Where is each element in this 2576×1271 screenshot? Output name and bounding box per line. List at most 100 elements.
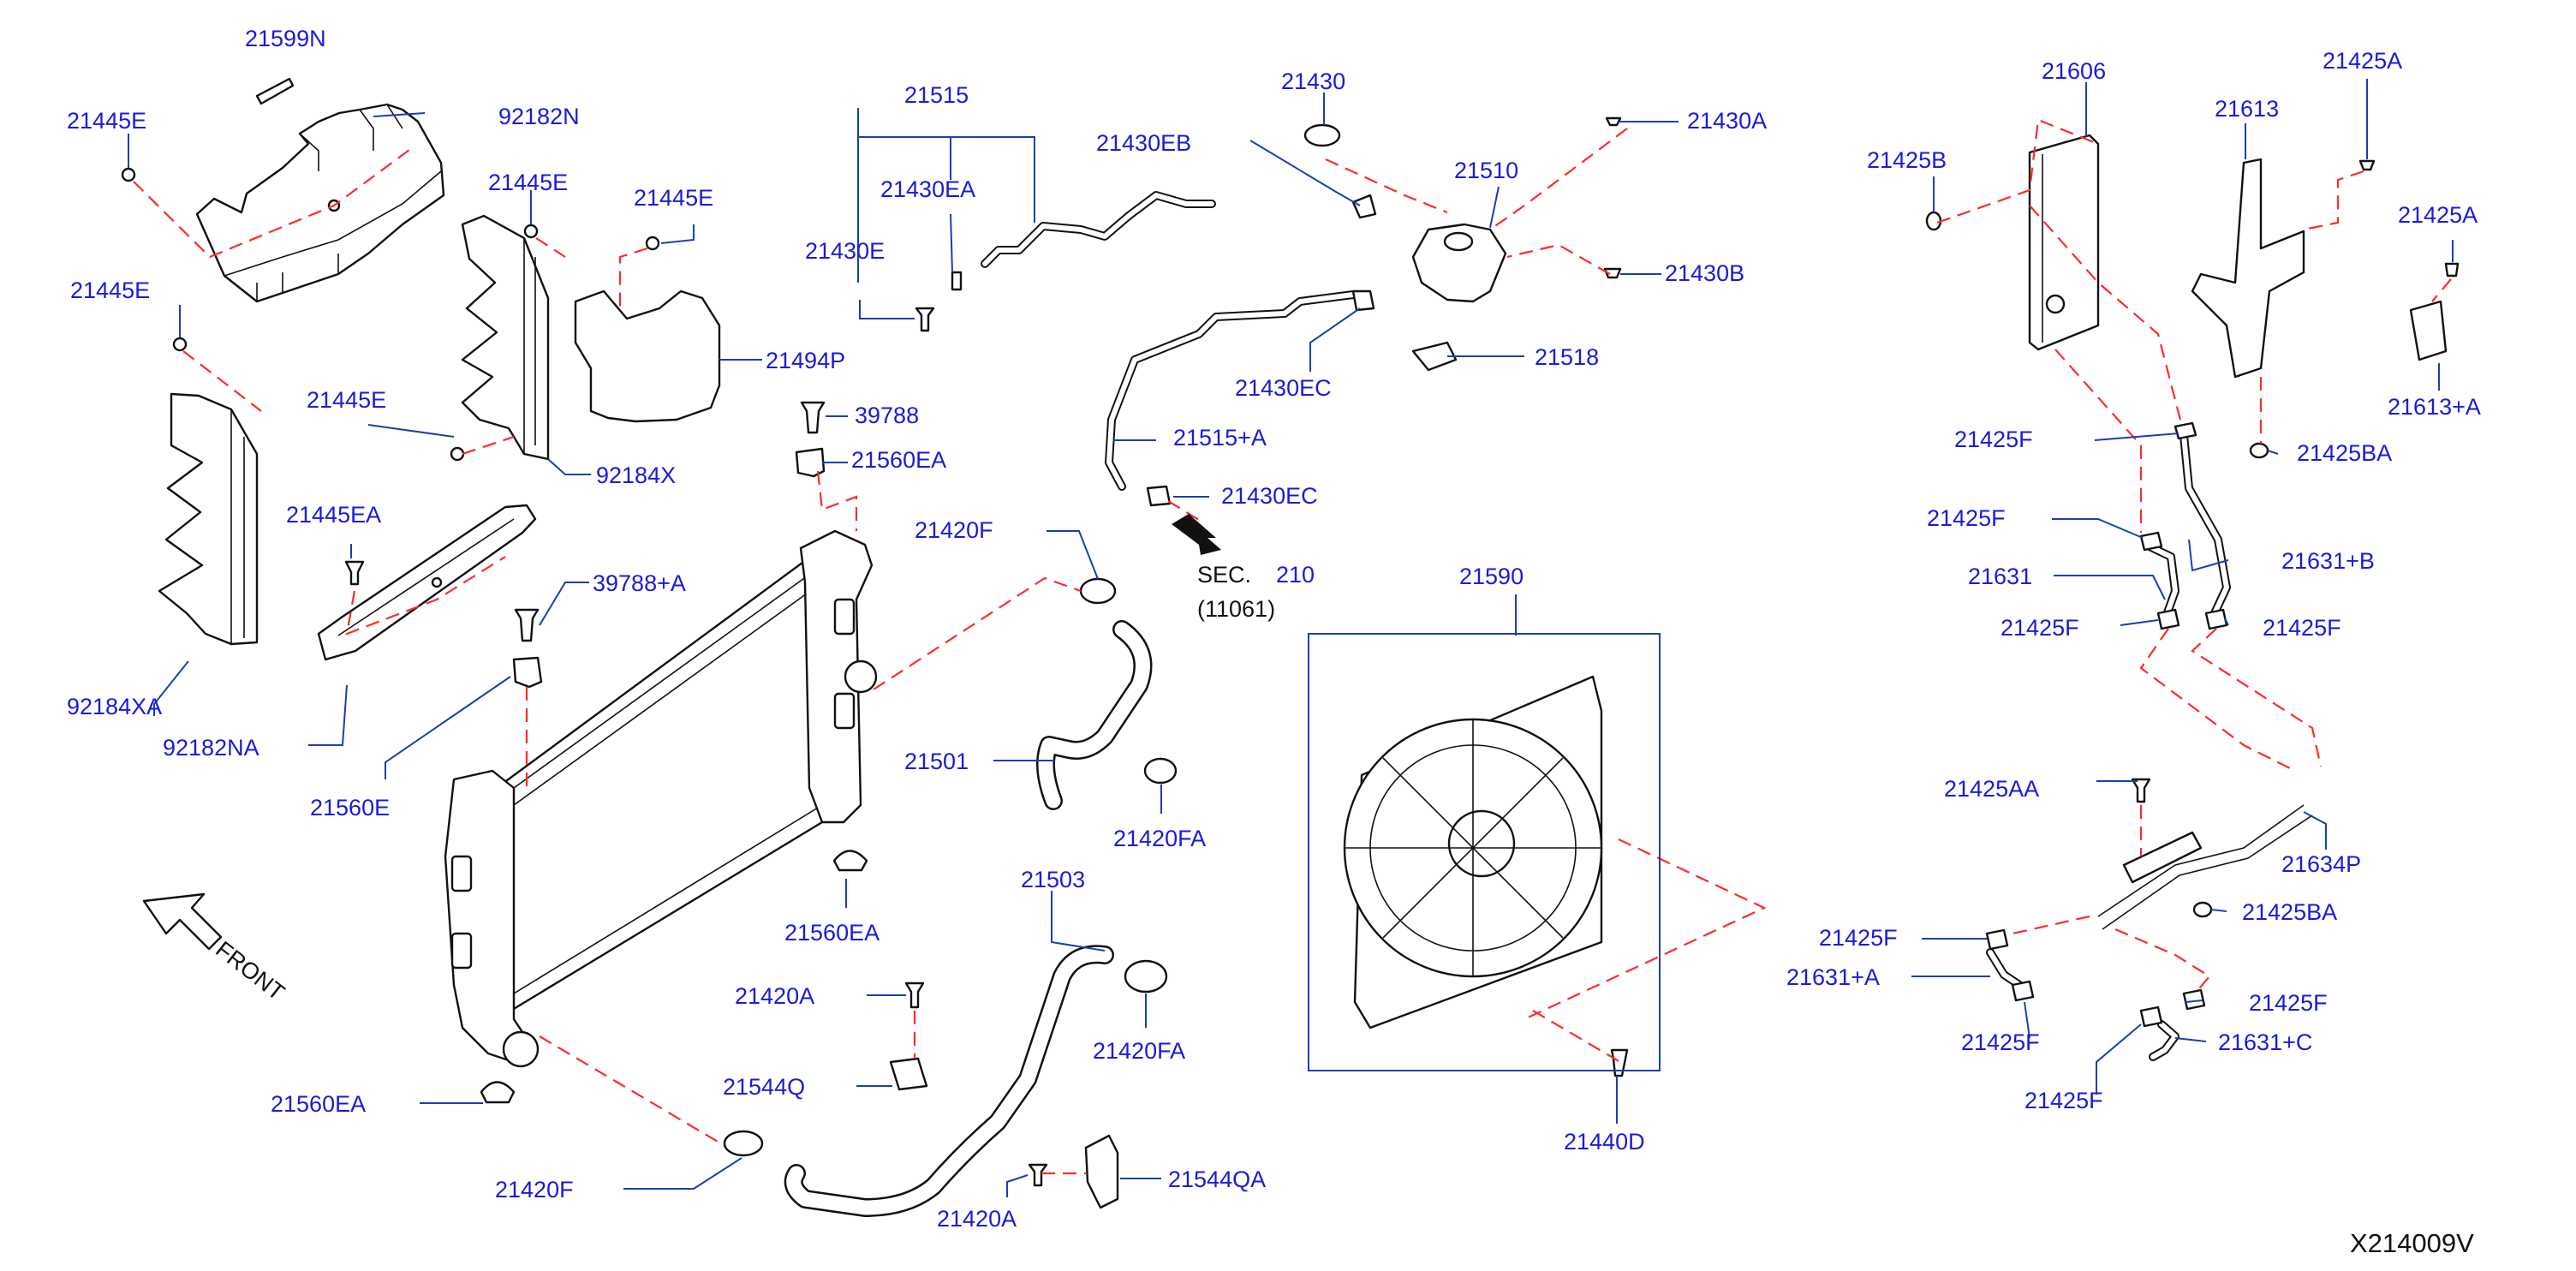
label-21631b: 21631+B [2281, 548, 2375, 574]
label-sec-reference: (11061) [1197, 596, 1275, 622]
upper-air-guide-92182n [195, 103, 445, 303]
label-21430a: 21430A [1687, 108, 1767, 134]
bolt-21440d [1610, 1048, 1629, 1077]
bolt-21425aa [2131, 778, 2151, 803]
upper-hose-group [873, 576, 1178, 810]
label-21420fa-a: 21420FA [1113, 826, 1206, 851]
bracket-21613a [2409, 300, 2448, 361]
mount-21560ea-top [795, 447, 826, 478]
label-21445e-b: 21445E [488, 170, 568, 195]
clamp-21425f-g [2139, 1005, 2163, 1028]
clamp-21420fa-a [1143, 757, 1178, 785]
oil-cooler-21606 [2028, 134, 2100, 351]
label-21445e-c: 21445E [634, 185, 713, 211]
clamp-21425f-a [2174, 421, 2197, 440]
label-21631: 21631 [1968, 564, 2032, 589]
label-21425b: 21425B [1867, 147, 1947, 173]
clip-21445e-1 [121, 167, 136, 182]
label-21430eb: 21430EB [1096, 130, 1191, 156]
bolt-39788 [800, 401, 826, 434]
side-air-guide-92184xa [158, 392, 259, 646]
drawing-number: X214009V [2350, 1228, 2474, 1258]
bolt-21430e [915, 307, 935, 332]
label-21420f-bot: 21420F [495, 1177, 574, 1202]
bolt-21420a-a [904, 982, 925, 1009]
label-21425f-g: 21425F [1961, 1029, 2040, 1055]
label-21425f-e: 21425F [1819, 925, 1898, 951]
clip-21445e-5 [450, 446, 465, 462]
side-air-guide-92184x [461, 214, 550, 461]
label-21430ec-b: 21430EC [1221, 483, 1318, 509]
fan-shroud-callout-box [1308, 633, 1661, 1071]
label-21445e-e: 21445E [307, 387, 386, 413]
label-39788a: 39788+A [593, 570, 686, 596]
clip-21445e-4 [172, 337, 188, 352]
bolt-21425a-b [2444, 262, 2460, 277]
label-21425f-f: 21425F [2249, 990, 2328, 1016]
label-21425aa: 21425AA [1944, 776, 2039, 802]
label-21613: 21613 [2215, 96, 2279, 122]
bracket-21544q [889, 1057, 928, 1091]
clamp-21425f-h [2182, 988, 2206, 1011]
bolt-21425a-a [2358, 159, 2376, 171]
bolt-21430a [1605, 116, 1622, 127]
label-21430: 21430 [1281, 69, 1345, 94]
bracket-21613 [2191, 158, 2305, 379]
clip-21430ea [951, 271, 963, 291]
radiator-assembly [444, 401, 878, 1149]
clip-21445ea [344, 560, 365, 586]
mount-21560e [512, 656, 543, 689]
label-92184xa: 92184XA [67, 694, 162, 719]
oil-cooler-group [1925, 118, 2460, 1061]
label-21430b: 21430B [1665, 260, 1744, 286]
washer-21425ba-a [2249, 442, 2269, 459]
label-39788: 39788 [855, 403, 919, 428]
label-21599n: 21599N [245, 26, 326, 51]
air-guide-parts [121, 77, 721, 661]
label-21515: 21515 [904, 82, 969, 108]
reservoir-tank-21510 [1411, 223, 1507, 303]
fan-shroud-group [1343, 675, 1767, 1077]
label-21510: 21510 [1454, 158, 1518, 183]
label-21544q: 21544Q [723, 1074, 805, 1100]
label-21425ba-a: 21425BA [2297, 440, 2392, 466]
label-21501: 21501 [904, 749, 969, 774]
label-21420a-b: 21420A [937, 1206, 1017, 1232]
hose-21515 [981, 191, 1216, 268]
air-seal-21494p [574, 289, 721, 423]
label-21420f-top: 21420F [915, 517, 993, 543]
clamp-21430eb [1351, 194, 1377, 219]
label-21494p: 21494P [766, 348, 845, 373]
washer-21425b [1925, 211, 1942, 231]
label-21420fa-b: 21420FA [1093, 1038, 1185, 1064]
label-21430ec-a: 21430EC [1235, 375, 1332, 401]
front-arrow-icon [142, 892, 223, 951]
label-front: FRONT [211, 936, 289, 1005]
label-21631a: 21631+A [1786, 964, 1880, 990]
clamp-21420fa-b [1124, 959, 1168, 994]
label-21503: 21503 [1021, 867, 1085, 892]
label-sec-prefix: SEC. [1197, 562, 1251, 588]
label-21590: 21590 [1459, 564, 1524, 589]
label-21425f-h: 21425F [2024, 1088, 2103, 1113]
label-21425f-c: 21425F [2001, 615, 2079, 641]
washer-21425ba-b [2192, 901, 2213, 918]
lower-air-guide-92182na [317, 504, 537, 661]
label-21425ba-b: 21425BA [2242, 899, 2337, 925]
label-21425a-a: 21425A [2323, 48, 2402, 74]
label-sec-number: 210 [1276, 562, 1315, 588]
clip-21445e-2 [523, 224, 539, 239]
clamp-21425f-f [2011, 980, 2035, 1002]
label-92184x: 92184X [596, 462, 676, 488]
radiator-core [495, 546, 824, 1021]
upper-hose-21501 [1036, 620, 1153, 810]
label-21445e-a: 21445E [67, 108, 146, 134]
label-21560ea-bot: 21560EA [271, 1091, 366, 1117]
bracket-21634p [2122, 831, 2203, 884]
bolt-39788a [514, 608, 540, 642]
label-21634p: 21634P [2281, 851, 2361, 877]
label-21425f-b: 21425F [1927, 505, 2006, 531]
reservoir-cap-21430 [1303, 123, 1341, 147]
lower-hose-group [723, 945, 1168, 1217]
